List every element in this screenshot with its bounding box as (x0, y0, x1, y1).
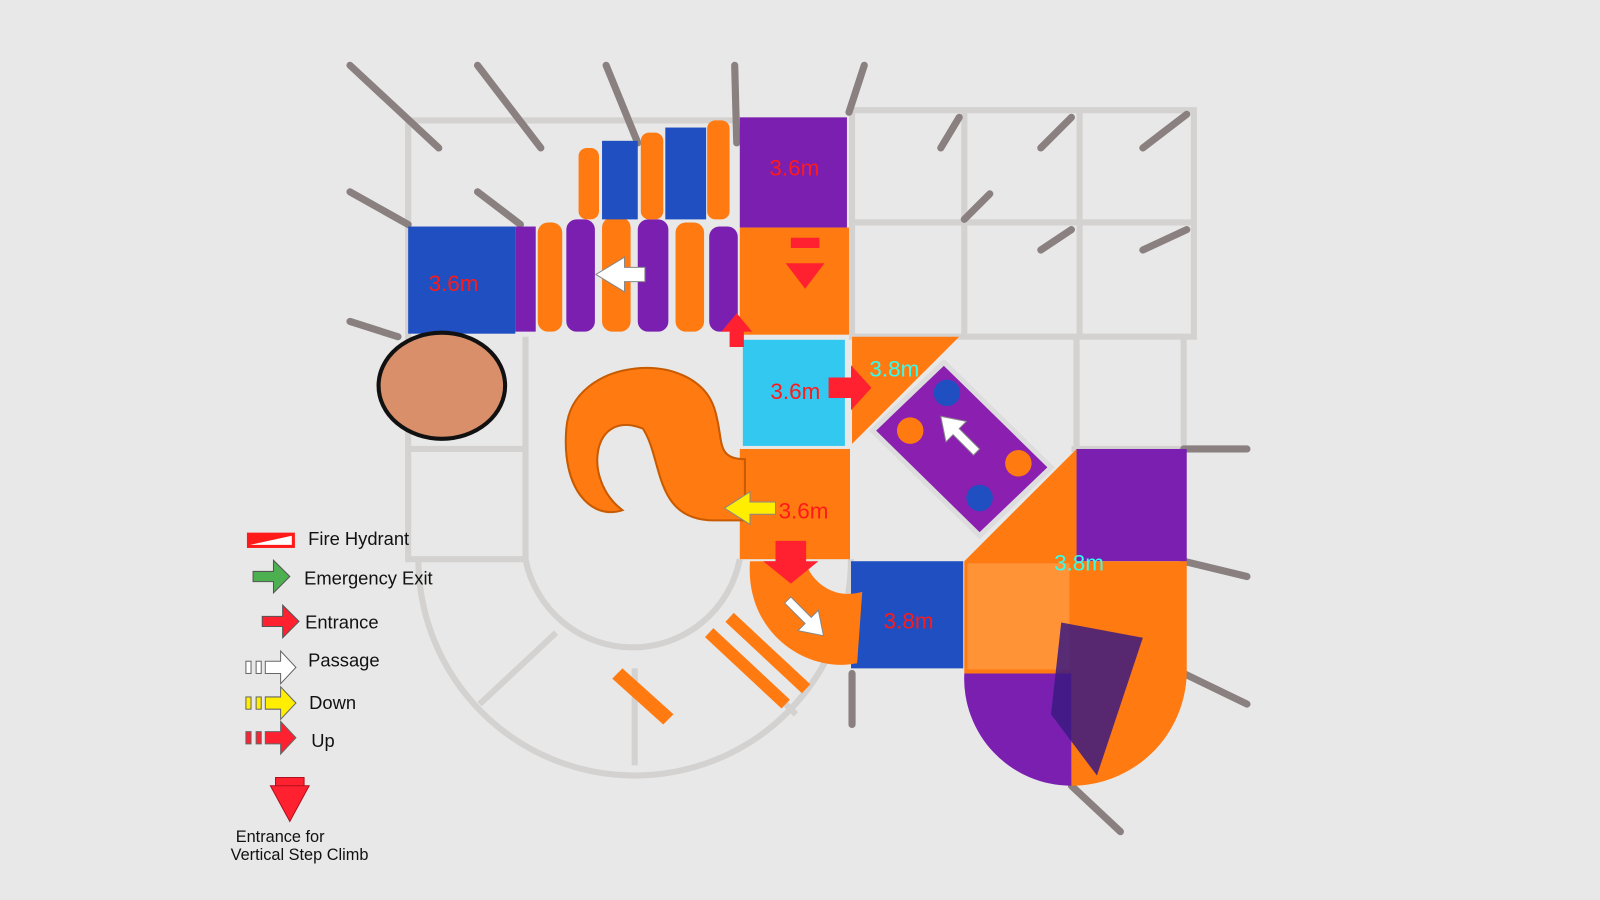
vertical-step-climb-icon (269, 777, 311, 823)
height-label: 3.6m (779, 498, 829, 523)
roller-climb (515, 120, 738, 332)
legend-passage: Passage (308, 649, 379, 670)
legend-entrance: Entrance (305, 612, 378, 633)
height-label: 3.8m (869, 357, 919, 382)
fire-hydrant-icon (246, 532, 295, 548)
height-labels: 3.6m 3.6m 3.6m 3.6m 3.8m 3.8m 3.8m (429, 156, 1104, 634)
legend: Fire Hydrant Emergency Exit Entrance Pas… (231, 528, 433, 864)
legend-emergency-exit: Emergency Exit (304, 568, 433, 589)
down-icon (245, 685, 297, 721)
height-label: 3.6m (429, 271, 479, 296)
legend-down: Down (309, 692, 356, 713)
emergency-exit-icon (252, 558, 291, 595)
legend-up: Up (311, 730, 334, 751)
diagram-arrows (594, 237, 981, 637)
height-label: 3.8m (1054, 550, 1104, 575)
height-label: 3.6m (769, 156, 819, 181)
height-label: 3.8m (884, 609, 934, 634)
entrance-icon (261, 603, 300, 639)
posts (346, 61, 1251, 836)
up-icon (245, 720, 297, 756)
legend-vertical-line2: Vertical Step Climb (231, 846, 369, 864)
height-label: 3.6m (770, 379, 820, 404)
legend-vertical-line1: Entrance for (236, 828, 325, 846)
passage-icon (245, 649, 297, 685)
platforms (408, 117, 1187, 786)
legend-fire-hydrant: Fire Hydrant (308, 528, 409, 549)
